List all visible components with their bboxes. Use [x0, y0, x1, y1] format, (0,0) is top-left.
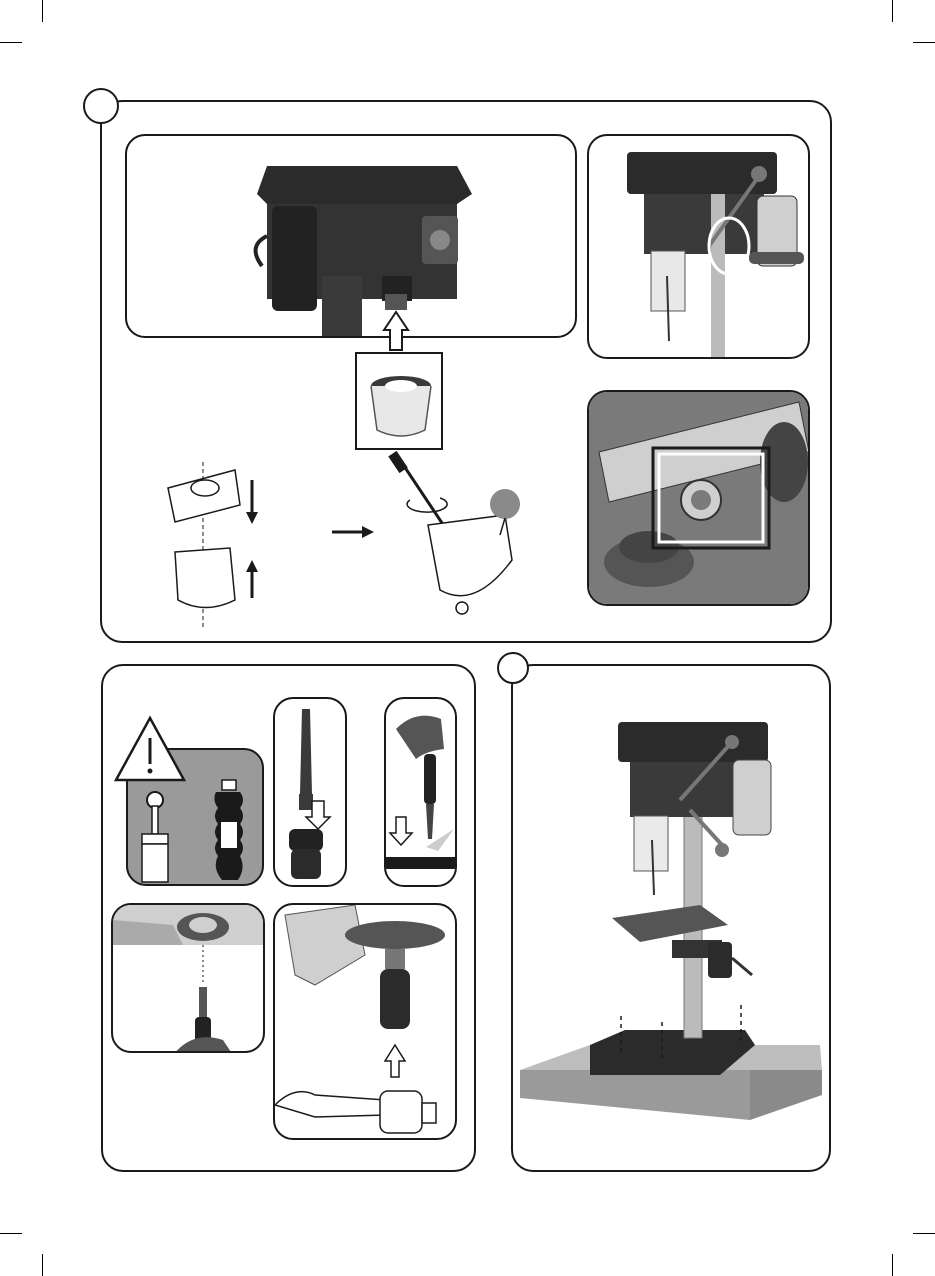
chuck-guard-illustration: [357, 354, 443, 450]
crop-mark-tl-v: [42, 0, 43, 22]
crop-mark-tr-v: [892, 0, 893, 22]
drill-press-handle-illustration: [589, 136, 810, 359]
pulley-compartment-illustration: [589, 392, 810, 606]
hand-press-panel: [384, 697, 457, 887]
crop-mark-bl-v: [42, 1254, 43, 1276]
figure-c-frame: [511, 664, 831, 1172]
pulley-cover-photo-panel: [587, 390, 810, 606]
crop-mark-br-v: [892, 1254, 893, 1276]
figure-a-badge: [83, 88, 119, 124]
spindle-drift-illustration: [113, 905, 265, 1053]
crop-mark-tl-h: [0, 42, 22, 43]
chuck-mallet-illustration: [275, 905, 457, 1140]
feed-handle-photo-panel: [587, 134, 810, 359]
arbor-insert-panel: [273, 697, 347, 887]
spindle-drift-panel: [111, 903, 265, 1053]
hand-press-illustration: [386, 699, 457, 887]
crop-mark-tr-h: [913, 42, 935, 43]
crop-mark-br-h: [913, 1233, 935, 1234]
crop-mark-bl-h: [0, 1233, 22, 1234]
grease-warning-panel: [126, 748, 264, 886]
chuck-mallet-panel: [273, 903, 457, 1140]
arbor-chuck-illustration: [275, 699, 347, 887]
figure-c-badge: [497, 652, 529, 684]
drill-head-illustration: [127, 136, 577, 338]
chuck-guard-inset: [355, 352, 443, 450]
head-photo-panel: [125, 134, 577, 338]
